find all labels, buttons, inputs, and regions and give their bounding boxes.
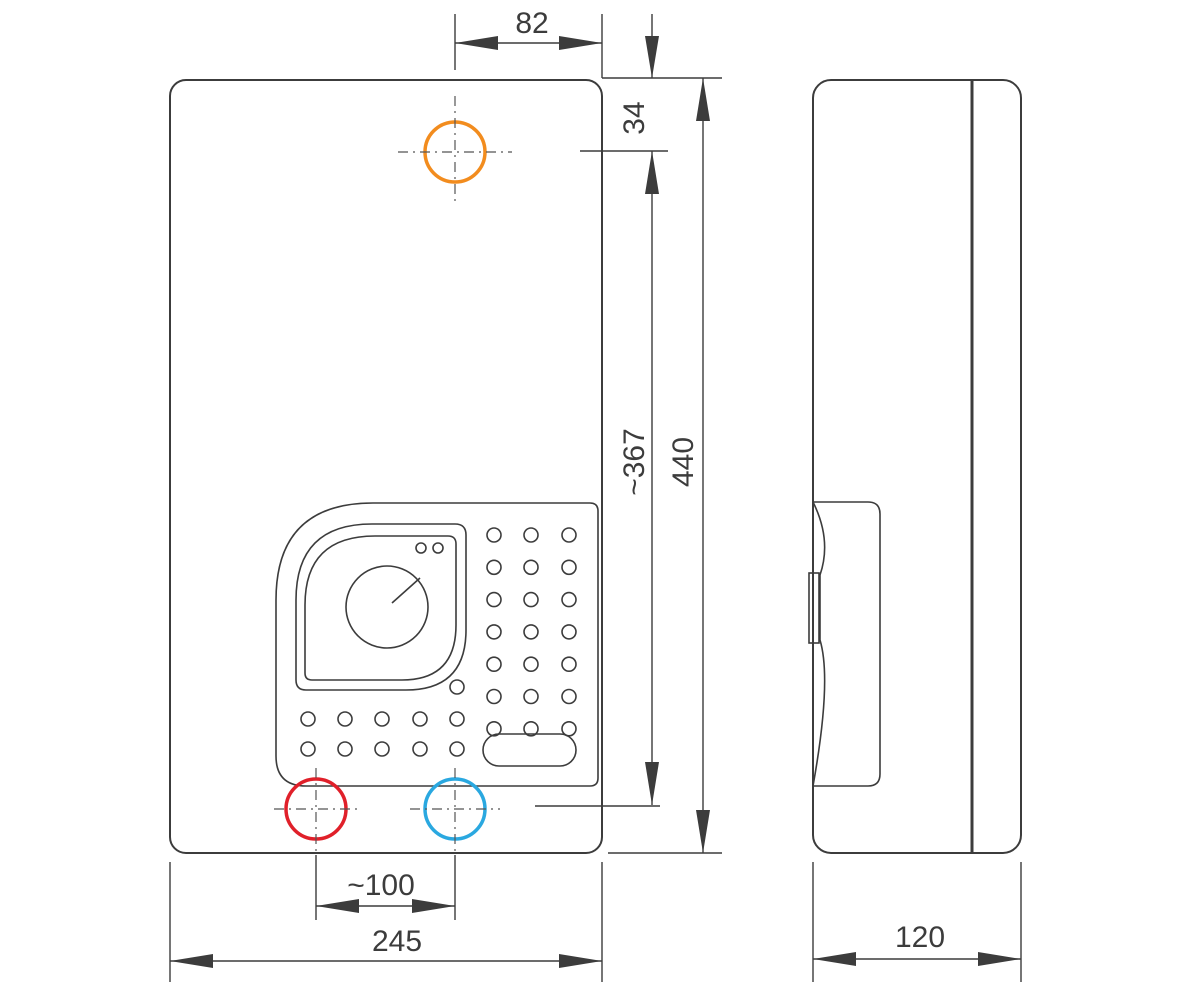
- panel-label-slot: [482, 733, 577, 767]
- vent-hole: [337, 711, 353, 727]
- dim-total-width: 245: [372, 925, 422, 958]
- side-view: [808, 79, 1022, 854]
- vent-hole: [486, 591, 502, 608]
- temperature-knob: [345, 565, 429, 649]
- vent-hole: [561, 591, 577, 608]
- vent-hole: [523, 591, 539, 608]
- side-body-outline: [812, 79, 1022, 854]
- dim-top-offset: 82: [515, 7, 548, 40]
- ventilation-holes: [300, 527, 577, 757]
- side-knob-stem: [808, 572, 820, 644]
- vent-hole: [523, 688, 539, 705]
- front-view: [169, 79, 603, 854]
- vent-hole: [449, 679, 465, 695]
- vent-hole: [561, 656, 577, 673]
- display-window-outer: [295, 523, 467, 691]
- vent-hole: [449, 711, 465, 727]
- indicator-led-1: [415, 542, 427, 554]
- dimension-lines: [169, 14, 1022, 982]
- cold-inlet-connection: [410, 768, 500, 852]
- vent-hole: [523, 527, 539, 543]
- vent-hole: [486, 559, 502, 576]
- vent-hole: [523, 720, 539, 737]
- vent-hole: [412, 711, 428, 727]
- vent-hole: [523, 559, 539, 576]
- vent-hole: [561, 527, 577, 543]
- hot-inlet-circle: [284, 777, 348, 841]
- vent-hole: [486, 688, 502, 705]
- vent-hole: [486, 527, 502, 543]
- front-body-outline: [169, 79, 603, 854]
- vent-hole: [561, 559, 577, 576]
- vent-hole: [486, 656, 502, 673]
- vent-hole: [486, 624, 502, 640]
- indicator-led-2: [432, 542, 444, 554]
- vent-hole: [449, 741, 465, 757]
- dim-connection-spacing: ~100: [347, 869, 415, 902]
- side-knob-profile: [812, 501, 826, 787]
- vent-hole: [561, 720, 577, 737]
- vent-hole: [300, 711, 316, 727]
- vent-hole: [374, 711, 390, 727]
- display-window-inner: [304, 535, 457, 681]
- vent-hole: [561, 688, 577, 705]
- vent-hole: [300, 741, 316, 757]
- knob-indicator: [391, 577, 421, 604]
- dim-top-gap: 34: [618, 101, 651, 134]
- vent-hole: [523, 624, 539, 640]
- vent-hole: [374, 741, 390, 757]
- dim-total-height: 440: [667, 437, 700, 487]
- hot-outlet-circle: [423, 120, 487, 184]
- vent-hole: [337, 741, 353, 757]
- side-control-housing: [813, 501, 881, 787]
- vent-hole: [561, 624, 577, 640]
- hot-outlet-connection: [398, 96, 512, 206]
- dim-connection-height: ~367: [618, 428, 651, 496]
- hot-inlet-connection: [274, 768, 360, 852]
- control-panel-outline: [275, 502, 599, 787]
- vent-hole: [412, 741, 428, 757]
- vent-hole: [486, 720, 502, 737]
- vent-hole: [523, 656, 539, 673]
- dim-depth: 120: [895, 921, 945, 954]
